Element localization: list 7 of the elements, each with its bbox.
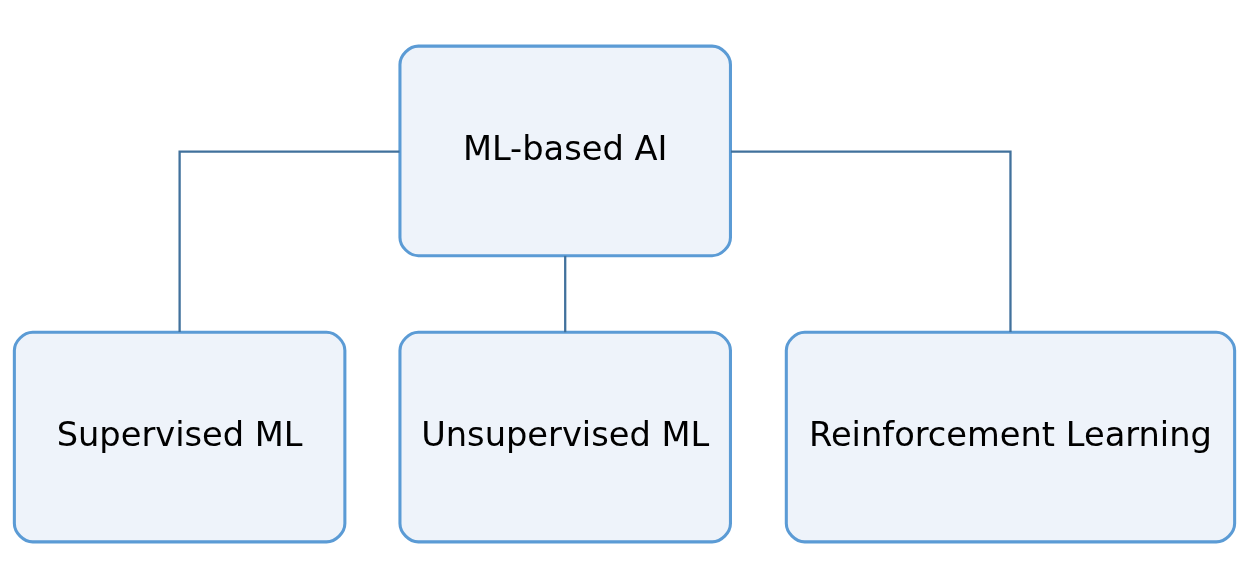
connector bbox=[564, 255, 567, 332]
connector bbox=[178, 150, 400, 332]
node-box: Supervised ML bbox=[12, 330, 347, 543]
node-box: ML-based AI bbox=[398, 44, 732, 257]
node-box: Reinforcement Learning bbox=[784, 330, 1237, 543]
connector bbox=[731, 150, 1012, 332]
node-box: Unsupervised ML bbox=[398, 330, 732, 543]
